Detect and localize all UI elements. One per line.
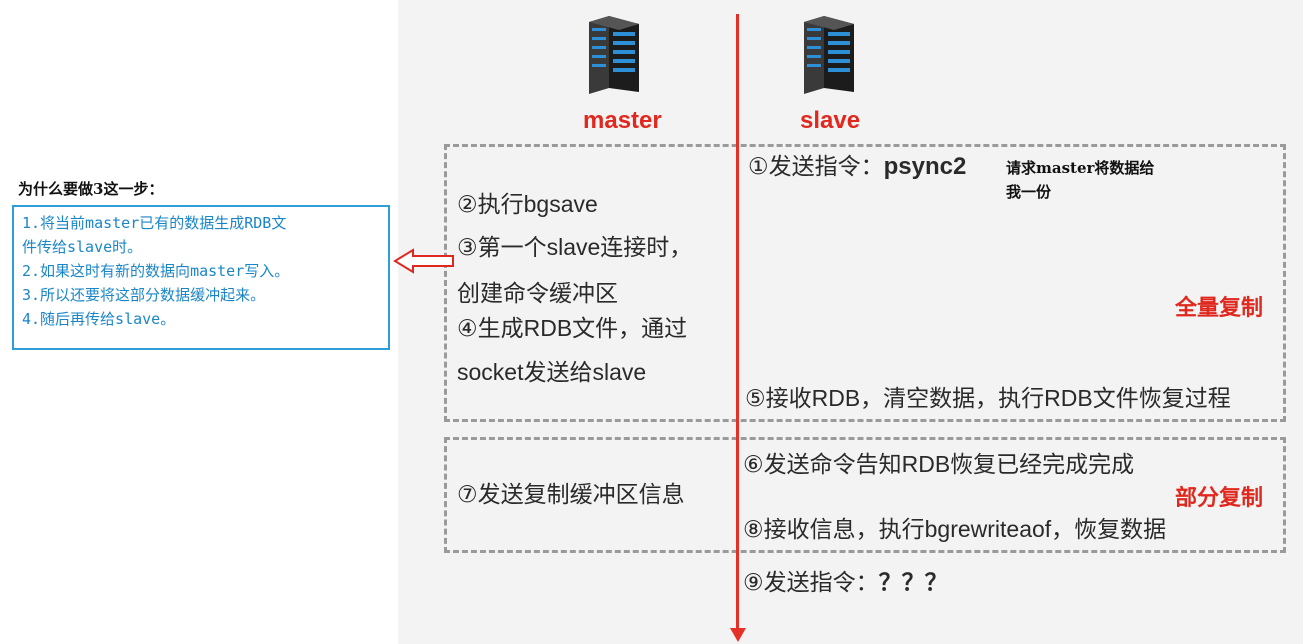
step6-text: ⑥发送命令告知RDB恢复已经完成完成 [743,451,1135,477]
step9-value: ？？？ [878,569,948,595]
diagram-panel [398,0,1303,644]
partial-sync-label: 部分复制 [1175,485,1264,510]
step1-note: 请求master将数据给 我一份 [1006,159,1155,201]
step4-text: ④生成RDB文件，通过 [457,315,688,341]
timeline-arrowhead [730,628,746,642]
step1-command: psync2 [883,153,967,180]
question-answer-box: 1.将当前master已有的数据生成RDB文 件传给slave时。 2.如果这时… [12,205,390,350]
step2-text: ②执行bgsave [457,191,598,217]
step9-text: ⑨发送指令：？？？ [743,568,948,596]
step3-text: ③第一个slave连接时， [457,234,693,260]
master-label: master [583,107,662,134]
slave-label: slave [800,107,861,134]
answer-line: 2.如果这时有新的数据向master写入。 [22,262,290,280]
step8-text: ⑧接收信息，执行bgrewriteaof，恢复数据 [743,516,1167,542]
step7-text: ⑦发送复制缓冲区信息 [457,481,685,507]
step3-text-cont: 创建命令缓冲区 [457,280,618,306]
step1-prefix: ①发送指令： [748,153,884,179]
partial-sync-box [444,437,1286,553]
full-sync-box [444,144,1286,422]
server-rack-icon [804,16,854,94]
question-title: 为什么要做3这一步： [18,180,164,198]
step4-text-cont: socket发送给slave [457,359,647,385]
answer-line: 4.随后再传给slave。 [22,310,176,328]
step9-prefix: ⑨发送指令： [743,569,879,595]
full-sync-label: 全量复制 [1175,295,1264,320]
step5-text: ⑤接收RDB，清空数据，执行RDB文件恢复过程 [745,385,1231,411]
answer-line: 1.将当前master已有的数据生成RDB文 [22,214,287,232]
timeline-line [736,14,739,632]
server-rack-icon [589,16,639,94]
pointer-arrow-icon [393,248,454,274]
step1-text: ①发送指令：psync2 [748,152,966,181]
answer-line: 3.所以还要将这部分数据缓冲起来。 [22,286,266,304]
answer-line: 件传给slave时。 [22,238,143,256]
